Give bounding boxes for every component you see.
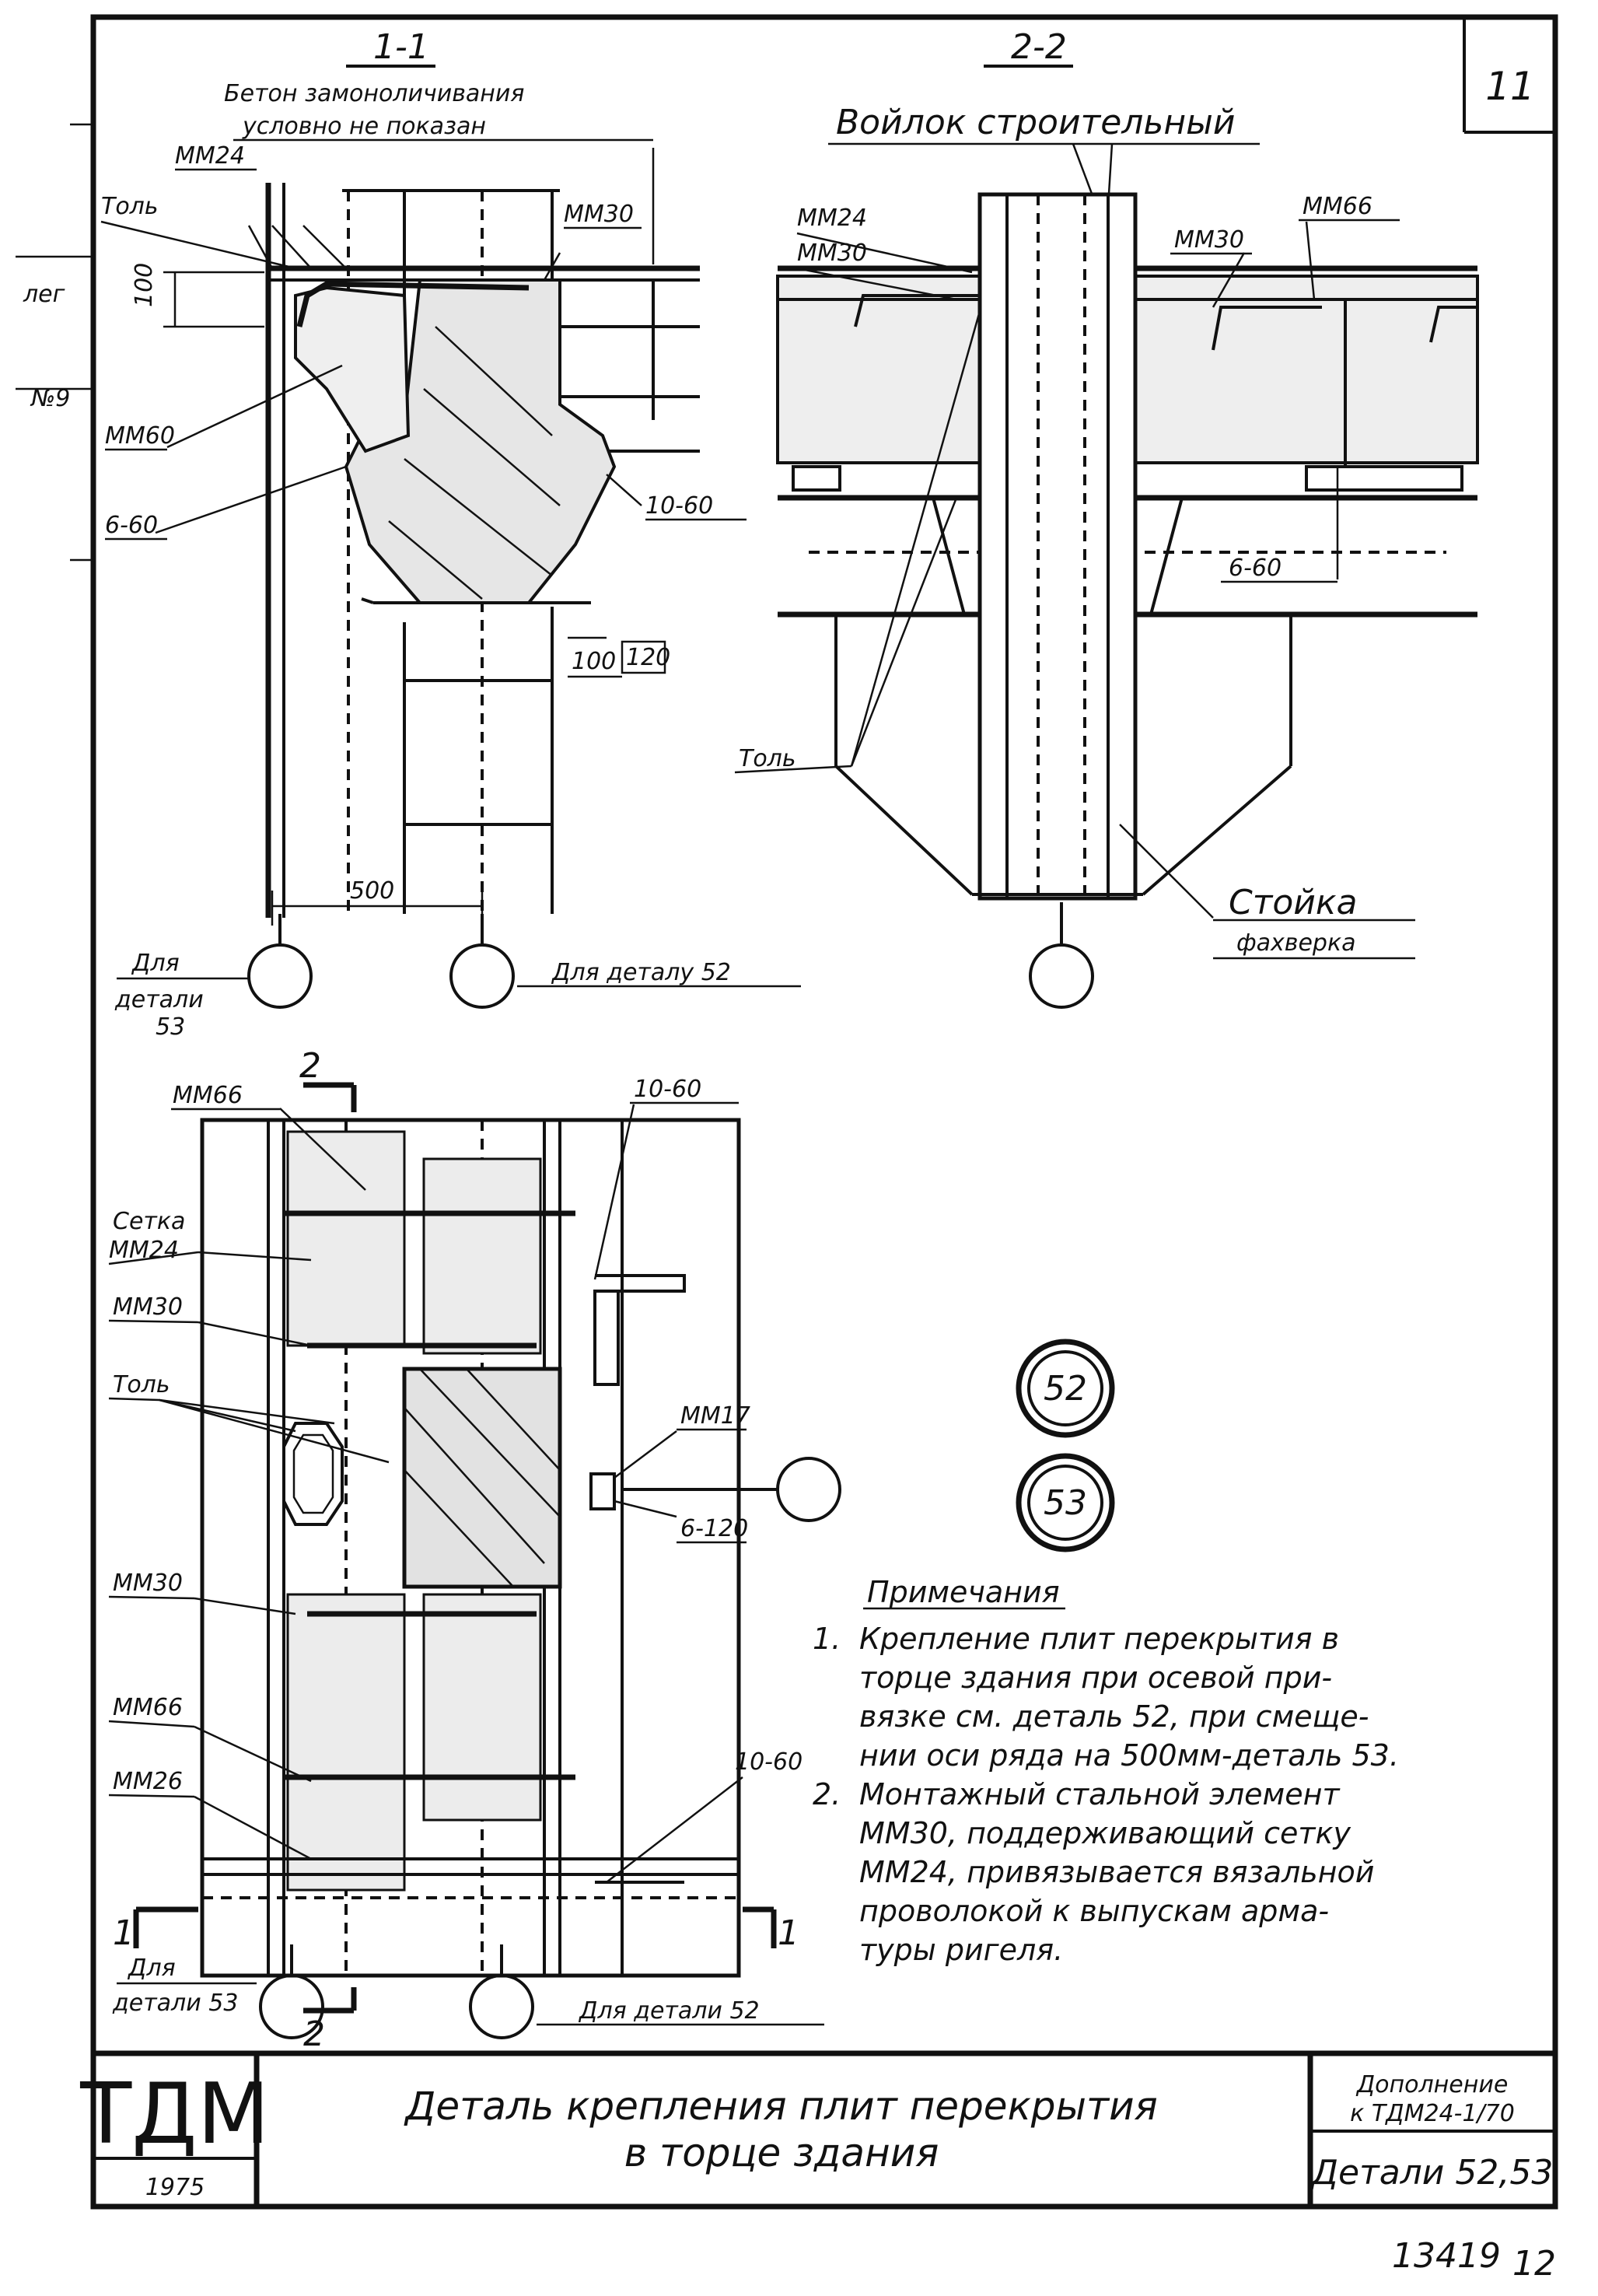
plan-for53-line2: детали 53 [112, 1990, 238, 2017]
s1-label-mm60: ММ60 [105, 422, 175, 450]
title-line-1: Деталь крепления плит перекрытия [404, 2084, 1157, 2129]
s1-ref-circle-53 [247, 943, 313, 1009]
section-1-1-title: 1-1 [373, 27, 429, 67]
sheet-number: 11 [1485, 64, 1535, 109]
title-addendum-2: к ТДМ24-1/70 [1350, 2100, 1515, 2127]
plan-label-mm66-b: ММ66 [113, 1694, 183, 1721]
s1-for53-line1: Для [131, 950, 180, 977]
note-2-num: 2. [813, 1777, 841, 1811]
title-details: Детали 52,53 [1310, 2153, 1554, 2193]
title-block: ТДМ 1975 Деталь крепления плит перекрыти… [79, 2066, 1553, 2201]
s1-label-tol: Толь [101, 193, 159, 220]
note-2-line-3: ММ24, привязывается вязальной [859, 1855, 1374, 1889]
plan-mark-1-right: 1 [778, 1913, 799, 1953]
notes-heading: Примечания [867, 1575, 1060, 1609]
sheet-frame [16, 14, 1558, 2210]
s2-label-post-1: Стойка [1229, 883, 1357, 922]
note-1-line-4: нии оси ряда на 500мм-деталь 53. [859, 1738, 1399, 1773]
plan-label-mm26: ММ26 [113, 1768, 183, 1795]
plan-mark-1-left: 1 [113, 1913, 135, 1953]
plan-view [133, 1082, 777, 2014]
s1-for53-line2: детали [114, 986, 204, 1013]
s2-ref-circle [1029, 943, 1094, 1009]
plan-for53-line1: Для [127, 1955, 176, 1982]
detail-circle-53-inner [1027, 1465, 1103, 1541]
s1-for52: Для деталу 52 [551, 959, 731, 986]
note-2-line-5: туры ригеля. [859, 1933, 1063, 1967]
s1-label-dim500: 500 [350, 877, 394, 905]
s2-label-tol: Толь [739, 745, 796, 772]
plan-label-mm30-a: ММ30 [113, 1293, 183, 1321]
section-1-1-subtitle-2: условно не показан [242, 113, 486, 140]
detail-circle-52-outer [1016, 1339, 1115, 1438]
footer-code: 13419 [1392, 2236, 1501, 2276]
plan-for52: Для детали 52 [578, 1997, 760, 2025]
s1-label-dim100b: 100 [572, 648, 616, 675]
detail-label-52: 52 [1044, 1369, 1087, 1409]
plan-label-tol: Толь [113, 1371, 170, 1398]
note-1-line-3: вязке см. деталь 52, при смеще- [859, 1699, 1369, 1734]
footer-page: 12 [1512, 2244, 1556, 2284]
s1-ref-circle-52 [449, 943, 515, 1009]
plan-ref-circle-right [776, 1457, 841, 1522]
s1-label-mm24: ММ24 [175, 142, 245, 170]
detail-circle-52-inner [1027, 1350, 1103, 1426]
s2-label-b660: 6-60 [1229, 555, 1282, 582]
s1-for53-line3: 53 [156, 1013, 185, 1041]
s1-label-b1060: 10-60 [645, 492, 713, 520]
section-2-2-title: 2-2 [1011, 27, 1067, 67]
side-mark-2: №9 [30, 385, 70, 412]
plan-label-mm66-top: ММ66 [173, 1082, 243, 1109]
detail-circle-53-outer [1016, 1453, 1115, 1552]
section-1-1: 1-1 Бетон замоноличивания условно не пок… [100, 27, 700, 926]
plan-label-b6120: 6-120 [680, 1515, 748, 1542]
plan-ref-circle-52 [469, 1974, 534, 2039]
section-2-2: 2-2 Войлок строительный [776, 27, 1479, 919]
s1-label-dim100: 100 [131, 263, 158, 307]
s2-label-mm30a: ММ30 [797, 240, 867, 267]
plan-label-mm30-b: ММ30 [113, 1570, 183, 1597]
s1-label-b60: 6-60 [105, 512, 158, 539]
detail-label-53: 53 [1044, 1483, 1087, 1523]
plan-label-mm17: ММ17 [680, 1402, 750, 1430]
s2-label-mm30b: ММ30 [1174, 226, 1244, 254]
note-1-line-2: торце здания при осевой при- [859, 1661, 1332, 1695]
title-line-2: в торце здания [624, 2130, 939, 2175]
note-1-line-1: Крепление плит перекрытия в [859, 1622, 1339, 1656]
s2-label-mm66: ММ66 [1303, 193, 1372, 220]
plan-mark-2-bot: 2 [303, 2014, 325, 2054]
notes-block: Примечания 1. Крепление плит перекрытия … [813, 1575, 1399, 1967]
note-2-line-4: проволокой к выпускам арма- [859, 1894, 1329, 1928]
section-2-2-felt: Войлок строительный [836, 103, 1235, 142]
s2-label-post-2: фахверка [1236, 929, 1355, 957]
plan-label-mesh-1: Сетка [113, 1208, 185, 1235]
title-year: 1975 [145, 2174, 205, 2201]
note-2-line-1: Монтажный стальной элемент [859, 1777, 1341, 1811]
plan-label-b1060-bot: 10-60 [735, 1748, 802, 1776]
plan-label-b1060-top: 10-60 [634, 1076, 701, 1103]
note-1-num: 1. [813, 1622, 841, 1656]
side-mark-1: лег [23, 281, 65, 308]
s2-label-mm24: ММ24 [797, 205, 867, 232]
s1-label-mm30: ММ30 [564, 201, 634, 228]
note-2-line-2: ММ30, поддерживающий сетку [859, 1816, 1351, 1850]
detail-markers [1016, 1339, 1115, 1552]
title-addendum-1: Дополнение [1355, 2071, 1509, 2098]
s1-label-dim120: 120 [626, 644, 670, 671]
section-1-1-subtitle-1: Бетон замоноличивания [224, 80, 524, 107]
title-logo: ТДМ [79, 2066, 270, 2163]
plan-mark-2-top: 2 [299, 1046, 321, 1086]
